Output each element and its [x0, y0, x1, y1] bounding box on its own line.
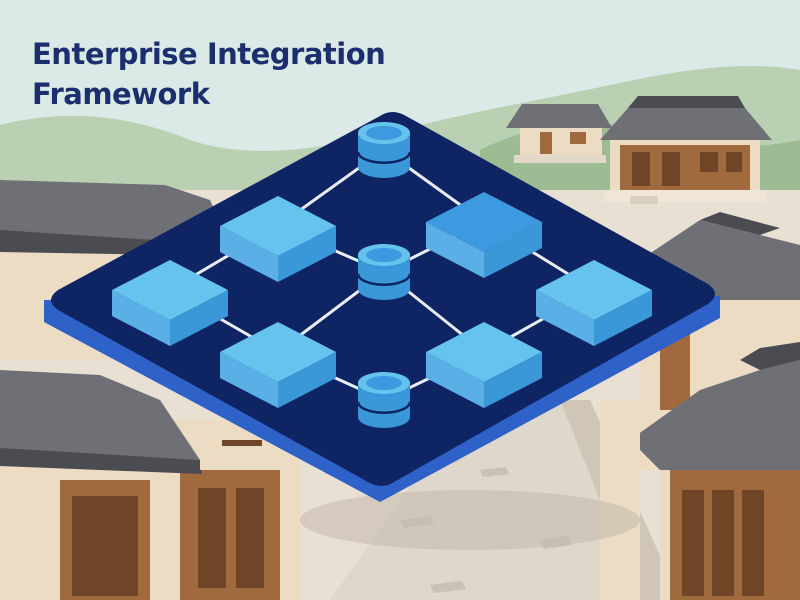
database-bottom-cylinder: [356, 372, 412, 428]
distant-house-1: [506, 104, 612, 163]
module-upper-left-block: [220, 196, 336, 282]
database-top-cylinder: [356, 122, 412, 178]
module-upper-right-block: [426, 192, 542, 278]
page-title: Enterprise Integration Framework: [32, 37, 386, 111]
database-center-cylinder: [356, 244, 412, 300]
module-lower-right-block: [426, 322, 542, 408]
module-lower-left-block: [220, 322, 336, 408]
module-right-block: [536, 260, 652, 346]
module-left-block: [112, 260, 228, 346]
distant-house-2: [600, 96, 772, 204]
platform-shadow: [300, 490, 640, 550]
diagram-nodes: [112, 122, 652, 428]
